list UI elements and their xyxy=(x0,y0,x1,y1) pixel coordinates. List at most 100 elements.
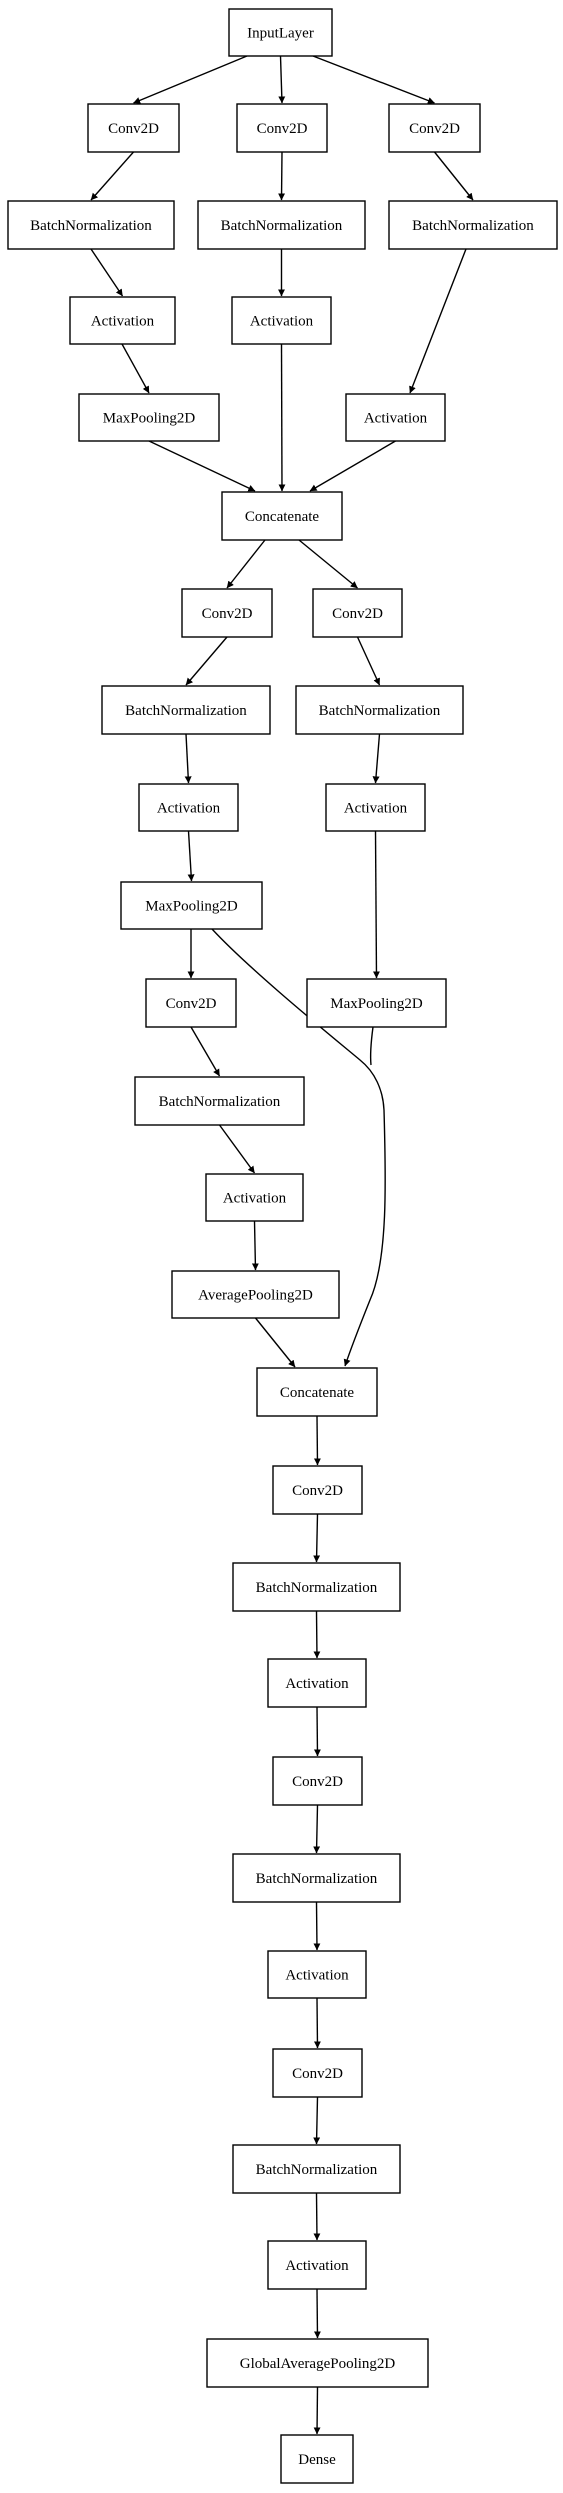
edge-concat2-to-conv_4 xyxy=(313,1415,321,1466)
layer-box xyxy=(171,1270,340,1319)
layer-node-act_b2: Activation xyxy=(325,783,426,832)
layer-node-act_a3: Activation xyxy=(205,1173,304,1222)
layer-label: MaxPooling2D xyxy=(103,411,196,427)
layer-label: Conv2D xyxy=(166,996,217,1012)
layer-box xyxy=(101,685,271,735)
edge-bn_a1-to-act_a1 xyxy=(90,248,124,297)
layer-label: Conv2D xyxy=(332,606,383,622)
layer-node-maxpool_b2: MaxPooling2D xyxy=(306,978,447,1028)
layer-label: BatchNormalization xyxy=(125,703,247,719)
layer-node-gap: GlobalAveragePooling2D xyxy=(206,2338,429,2388)
layer-box xyxy=(231,296,332,345)
layer-node-conv_a2: Conv2D xyxy=(181,588,273,638)
layer-node-conv_4: Conv2D xyxy=(272,1465,363,1515)
edge-act_4-to-conv_5 xyxy=(313,1706,321,1757)
edge-bn_4-to-act_4 xyxy=(313,1610,321,1659)
layer-label: BatchNormalization xyxy=(159,1094,281,1110)
layer-box xyxy=(267,1950,367,1999)
layer-node-bn_a3: BatchNormalization xyxy=(134,1076,305,1126)
layer-label: BatchNormalization xyxy=(30,218,152,234)
edge-conv_a1-to-bn_a1 xyxy=(90,151,135,201)
layer-box xyxy=(232,1562,401,1612)
edge-gap-to-dense xyxy=(313,2386,321,2435)
edge-bn_b2-to-act_b2 xyxy=(372,733,381,784)
layer-label: BatchNormalization xyxy=(221,218,343,234)
layer-box xyxy=(87,103,180,153)
layer-box xyxy=(181,588,273,638)
edge-concat1-to-conv_a2 xyxy=(226,539,266,589)
layer-label: BatchNormalization xyxy=(256,2162,378,2178)
layer-box xyxy=(280,2434,354,2484)
layer-node-conv_5: Conv2D xyxy=(272,1756,363,1806)
edge-conv_a3-to-bn_a3 xyxy=(190,1026,221,1077)
layer-node-bn_5: BatchNormalization xyxy=(232,1853,401,1903)
layer-label: Concatenate xyxy=(280,1385,354,1401)
layer-box xyxy=(232,1853,401,1903)
layer-box xyxy=(236,103,328,153)
layer-box xyxy=(7,200,175,250)
layer-node-dense: Dense xyxy=(280,2434,354,2484)
layer-label: Activation xyxy=(364,411,428,427)
layer-box xyxy=(295,685,464,735)
edge-act_b2-to-maxpool_b2 xyxy=(372,830,380,979)
layer-label: BatchNormalization xyxy=(319,703,441,719)
edges-layer xyxy=(90,55,474,2435)
layer-box xyxy=(272,1465,363,1515)
layer-node-conv_6: Conv2D xyxy=(272,2048,363,2098)
layer-node-maxpool_a1: MaxPooling2D xyxy=(78,393,220,442)
layer-box xyxy=(272,2048,363,2098)
edge-maxpool_b2-to-concat2 xyxy=(369,1026,374,1066)
layer-node-act_6: Activation xyxy=(267,2240,367,2290)
layer-node-conv_c1: Conv2D xyxy=(388,103,481,153)
layer-label: Concatenate xyxy=(245,509,319,525)
edge-maxpool_a1-to-concat1 xyxy=(148,440,256,492)
layer-box xyxy=(228,8,333,57)
layer-node-bn_a2: BatchNormalization xyxy=(101,685,271,735)
layer-node-input: InputLayer xyxy=(228,8,333,57)
layer-label: Activation xyxy=(250,314,314,330)
edge-bn_a2-to-act_a2 xyxy=(184,733,192,784)
layer-label: BatchNormalization xyxy=(412,218,534,234)
layer-node-bn_6: BatchNormalization xyxy=(232,2144,401,2194)
layer-node-act_a2: Activation xyxy=(138,783,239,832)
layer-node-bn_b2: BatchNormalization xyxy=(295,685,464,735)
layer-box xyxy=(78,393,220,442)
edge-act_b1-to-concat1 xyxy=(278,343,286,492)
edge-bn_5-to-act_5 xyxy=(313,1901,321,1951)
edge-conv_4-to-bn_4 xyxy=(313,1513,321,1563)
layer-label: Conv2D xyxy=(409,121,460,137)
layer-box xyxy=(267,1658,367,1708)
layer-label: Activation xyxy=(223,1191,287,1207)
edge-input-to-conv_b1 xyxy=(278,55,286,104)
layer-label: Conv2D xyxy=(292,1774,343,1790)
layer-node-bn_4: BatchNormalization xyxy=(232,1562,401,1612)
layer-box xyxy=(145,978,237,1028)
layer-node-act_4: Activation xyxy=(267,1658,367,1708)
edge-conv_6-to-bn_6 xyxy=(313,2096,321,2145)
edge-conv_b1-to-bn_b1 xyxy=(278,151,286,201)
layer-label: AveragePooling2D xyxy=(198,1288,313,1304)
layer-label: Conv2D xyxy=(202,606,253,622)
layer-label: Conv2D xyxy=(257,121,308,137)
layer-label: Dense xyxy=(298,2452,336,2468)
layer-label: Conv2D xyxy=(108,121,159,137)
layer-node-conv_b2: Conv2D xyxy=(312,588,403,638)
layer-box xyxy=(197,200,366,250)
layer-node-bn_a1: BatchNormalization xyxy=(7,200,175,250)
layer-label: Activation xyxy=(285,1676,349,1692)
layer-label: Conv2D xyxy=(292,2066,343,2082)
layer-box xyxy=(325,783,426,832)
edge-conv_c1-to-bn_c1 xyxy=(433,151,474,201)
layer-box xyxy=(272,1756,363,1806)
layer-node-act_c1: Activation xyxy=(345,393,446,442)
layer-label: Activation xyxy=(344,801,408,817)
edge-input-to-conv_a1 xyxy=(133,55,248,104)
layer-box xyxy=(120,881,263,930)
layer-label: Activation xyxy=(157,801,221,817)
layer-node-act_b1: Activation xyxy=(231,296,332,345)
layer-label: Conv2D xyxy=(292,1483,343,1499)
layer-label: BatchNormalization xyxy=(256,1871,378,1887)
layer-box xyxy=(267,2240,367,2290)
layer-box xyxy=(138,783,239,832)
